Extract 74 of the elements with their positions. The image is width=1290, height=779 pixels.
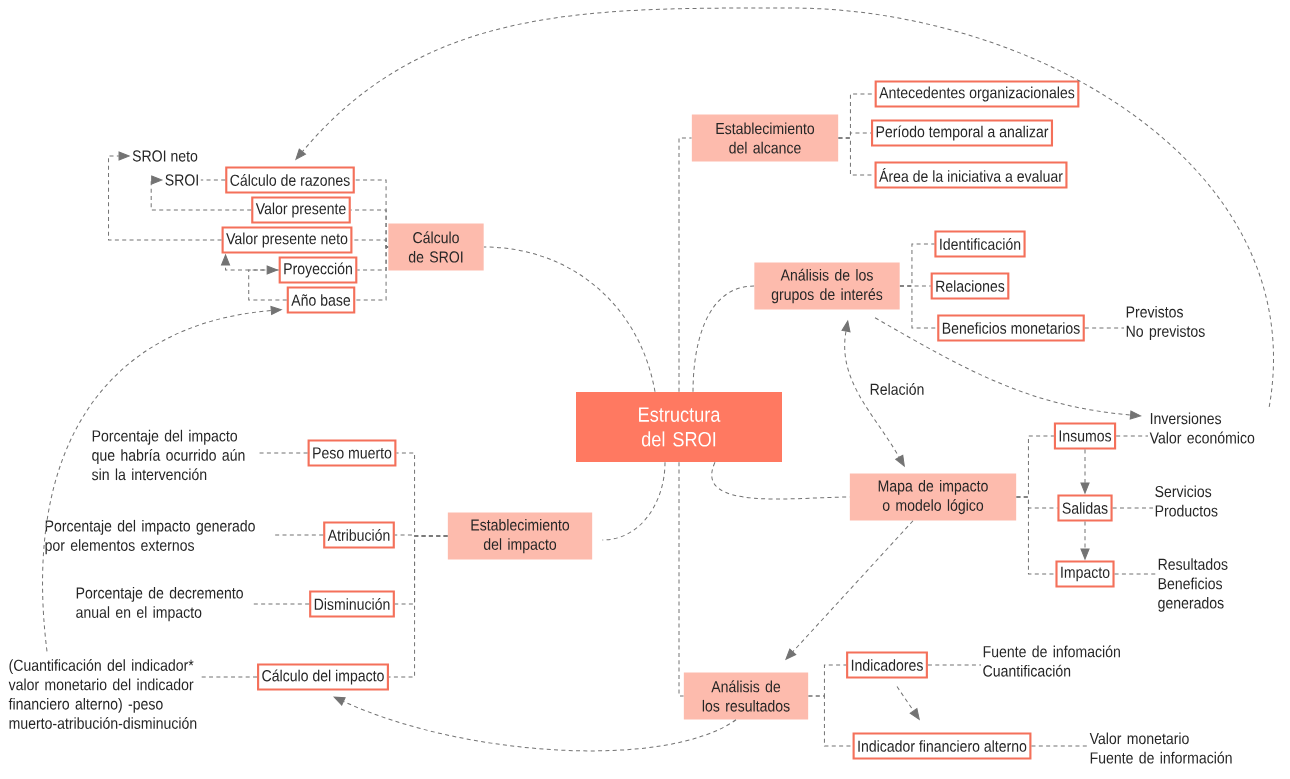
note-text: Fuente de infomación Cuantificación [983, 645, 1120, 677]
item-box: Beneficios monetarios [937, 314, 1085, 342]
item-box: Valor presente neto [221, 226, 353, 254]
item-box: Impacto [1055, 560, 1115, 588]
item-box: Relaciones [930, 272, 1010, 300]
arrow [108, 151, 223, 241]
connector [807, 695, 854, 747]
connector [678, 137, 693, 393]
arrow [874, 317, 1142, 420]
item-box: Disminución [309, 590, 395, 618]
arrow [150, 175, 252, 211]
topic-box: Mapa de impacto o modelo lógico [849, 473, 1017, 521]
connector [837, 137, 875, 176]
item-box: Identificación [934, 230, 1026, 258]
arrow [248, 265, 288, 301]
connector [692, 285, 755, 393]
connector [711, 461, 851, 500]
topic-box: Cálculo de SROI [388, 223, 484, 271]
arrow [896, 686, 920, 720]
item-box: Peso muerto [307, 439, 397, 467]
item-box: Proyección [278, 256, 358, 284]
edge-label: Relación [868, 381, 926, 397]
connector [251, 603, 310, 605]
connector [354, 246, 389, 301]
connector [199, 676, 258, 678]
note-text: Porcentaje de decremento anual en el impacto [76, 586, 243, 622]
item-box: Cálculo de razones [225, 166, 355, 194]
connector [1114, 573, 1157, 575]
item-box: Salidas [1057, 494, 1113, 522]
arrow [333, 696, 737, 752]
note-text: Inversiones Valor económico [1149, 412, 1255, 444]
topic-box: Análisis de los resultados [683, 672, 809, 720]
topic-box: Análisis de los grupos de interés [754, 262, 900, 310]
connector [273, 534, 324, 536]
arrow [221, 254, 280, 271]
item-box: Área de la iniciativa a evaluar [874, 161, 1068, 189]
item-box: Período temporal a analizar [871, 119, 1054, 147]
note-text: Valor monetario Fuente de información [1089, 732, 1232, 764]
connector [1112, 507, 1154, 509]
arrow [1080, 449, 1090, 494]
item-box: Antecedentes organizacionales [874, 80, 1080, 108]
central-box: Estructura del SROI [576, 392, 782, 462]
item-box: Indicadores [846, 651, 928, 679]
arrow [1080, 521, 1090, 560]
connector [678, 461, 685, 697]
connector [483, 246, 656, 393]
note-text: SROI neto [132, 150, 198, 162]
item-box: Insumos [1053, 422, 1117, 450]
item-box: Atribución [323, 521, 395, 549]
note-text: SROI [165, 174, 198, 186]
connector [1030, 745, 1089, 747]
item-box: Año base [286, 286, 356, 314]
connector [388, 535, 449, 678]
item-box: Cálculo del impacto [257, 663, 389, 691]
note-text: Resultados Beneficios generados [1158, 558, 1228, 612]
note-text: Previstos No previstos [1126, 305, 1205, 341]
arrow [785, 520, 914, 660]
connector [1084, 327, 1125, 329]
arrow [841, 320, 905, 467]
note-text: Porcentaje del impacto generado por elementos externos [45, 519, 255, 555]
connector [200, 179, 226, 181]
item-box: Indicador financiero alterno [852, 732, 1032, 760]
topic-box: Establecimiento del alcance [691, 114, 839, 162]
connector [927, 664, 982, 666]
topic-box: Establecimiento del impacto [447, 512, 593, 560]
connector [601, 461, 666, 541]
note-text: Porcentaje del impacto que habría ocurrido aún sin la intervención [92, 429, 245, 481]
note-text: (Cuantificación del indicador* valor monetario del indicador financiero alterno) -peso muerto-atribución-disminución [8, 659, 197, 729]
arrow [42, 305, 282, 652]
connector [1115, 435, 1149, 437]
arrow [295, 7, 1274, 408]
connector [899, 285, 938, 329]
note-text: Servicios Productos [1155, 485, 1218, 517]
item-box: Valor presente [251, 196, 351, 224]
